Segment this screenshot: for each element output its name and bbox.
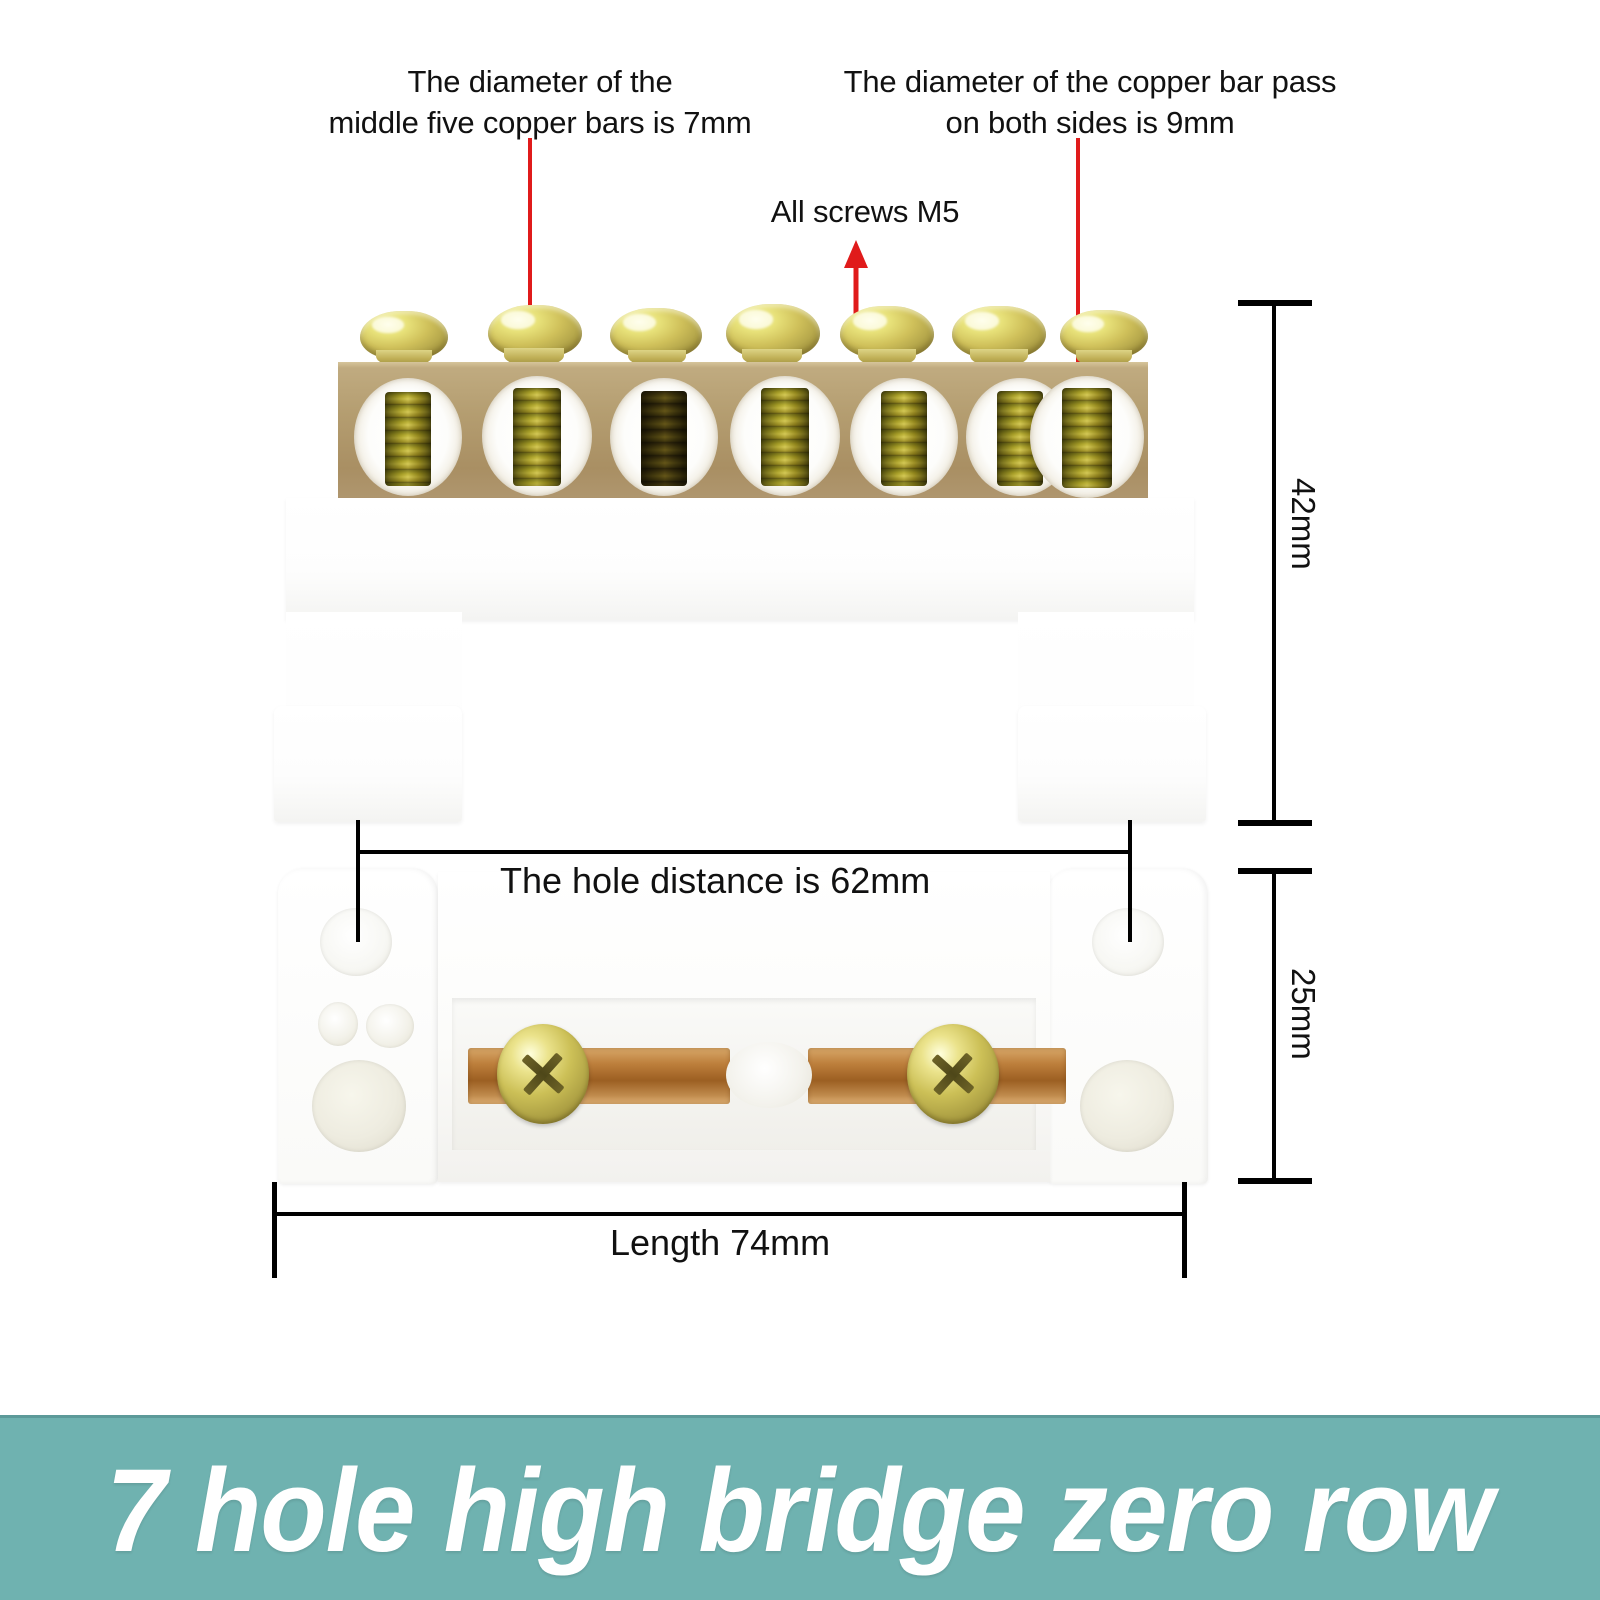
copper-bar-assembly [338, 300, 1148, 510]
screw-thread-4 [761, 388, 809, 486]
annotation-side-bars-diameter: The diameter of the copper bar pass on b… [843, 64, 1337, 140]
screw-thread-1 [385, 392, 431, 486]
tab-big-hole-left [312, 1060, 406, 1152]
dim-tick-length-right [1182, 1182, 1187, 1278]
dim-tick-length-left [272, 1182, 277, 1278]
screw-thread-5 [881, 391, 927, 486]
dim-tick-25-bottom [1238, 1178, 1312, 1184]
leader-line-side-bars [1076, 138, 1080, 433]
tab-dimple-left-b [366, 1004, 414, 1048]
tab-dimple-left-a [318, 1002, 358, 1046]
copper-bar-top-edge [338, 362, 1148, 370]
bridge-left-foot [274, 706, 462, 822]
terminal-hole-2 [482, 376, 592, 496]
bridge-right-foot [1018, 706, 1206, 822]
cross-screw-left [497, 1024, 589, 1124]
terminal-hole-4 [730, 376, 840, 496]
dim-line-hole-distance [356, 850, 1132, 854]
screw-thread-2 [513, 388, 561, 486]
dim-label-hole-distance: The hole distance is 62mm [500, 860, 931, 901]
dim-label-length: Length 74mm [610, 1222, 831, 1263]
dim-line-42 [1272, 300, 1276, 824]
terminal-hole-7 [1030, 376, 1144, 498]
dim-ext-hole-right [1128, 820, 1132, 942]
base-centre-notch [726, 1042, 812, 1108]
dim-line-25 [1272, 868, 1276, 1182]
terminal-hole-1 [354, 378, 462, 496]
dim-label-25mm: 25mm [1285, 968, 1322, 1060]
screw-thread-3 [641, 391, 687, 486]
screw-neck-2 [504, 348, 564, 366]
bridge-top-beam [286, 498, 1194, 620]
annotation-screw-spec: All screws M5 [770, 194, 960, 229]
screw-thread-7 [1062, 388, 1112, 488]
annotation-middle-bars-diameter: The diameter of the middle five copper b… [328, 64, 752, 140]
screw-head-3 [610, 308, 702, 358]
dim-ext-hole-left [356, 820, 360, 942]
product-title: 7 hole high bridge zero row [106, 1444, 1494, 1577]
screw-neck-4 [742, 349, 802, 366]
dim-tick-42-bottom [1238, 820, 1312, 826]
screw-neck-5 [858, 349, 916, 366]
dim-line-length [272, 1212, 1187, 1216]
screw-neck-6 [970, 349, 1028, 366]
leader-line-middle-bars [528, 138, 532, 433]
dim-label-42mm: 42mm [1285, 478, 1322, 570]
terminal-hole-5 [850, 378, 958, 496]
tab-big-hole-right [1080, 1060, 1174, 1152]
terminal-hole-3 [610, 378, 718, 496]
product-title-banner: 7 hole high bridge zero row [0, 1415, 1600, 1600]
cross-screw-right [907, 1024, 999, 1124]
